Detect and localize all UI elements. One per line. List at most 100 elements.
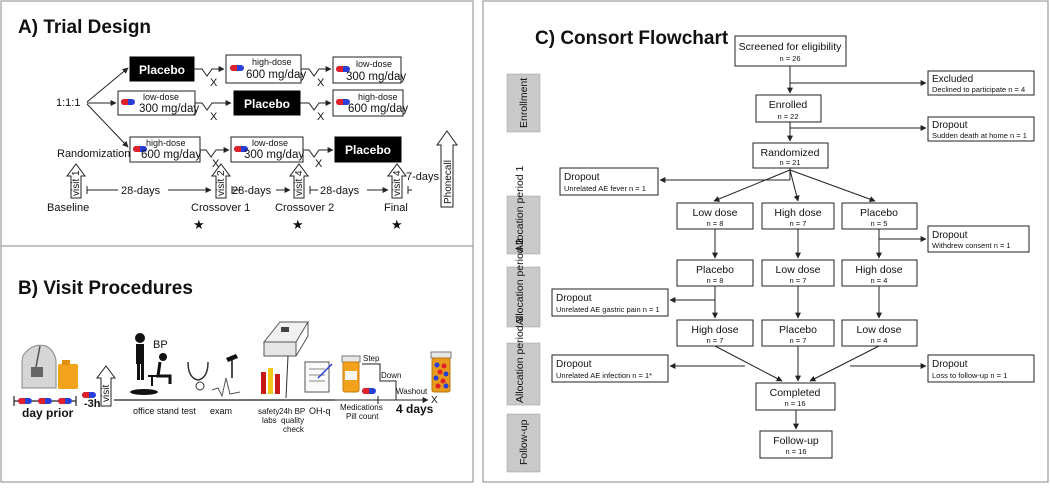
questionnaire-icon <box>304 361 333 393</box>
stand-test-figure-icon <box>130 333 172 395</box>
medication-bottle-icon <box>341 355 376 394</box>
randomized-box <box>752 142 829 169</box>
ambulatory-bp-monitor-icon <box>21 344 57 389</box>
stage-label: Enrollment <box>518 78 530 128</box>
bp24-check-label: check <box>283 425 305 434</box>
dropout-label: Dropout <box>932 359 968 370</box>
visit-label: visit 1 <box>71 170 82 196</box>
row3-b1-small: high-dose <box>146 138 186 148</box>
office-stand-test-label: office stand test <box>133 406 196 416</box>
row3-placebo-label: Placebo <box>345 143 391 157</box>
star-icon: ★ <box>391 217 403 232</box>
washout-label: Washout <box>396 387 428 396</box>
row2-b3-small: high-dose <box>358 92 398 102</box>
washout-x: X <box>212 158 220 170</box>
row3-b2-small: low-dose <box>252 138 288 148</box>
visit-arrow <box>96 365 116 407</box>
pill-icon <box>362 388 376 394</box>
stage-label: Allocation period 1 <box>514 165 526 252</box>
safety-label: safety <box>258 407 279 416</box>
arm-label: Low dose <box>693 207 738 219</box>
pill-icon <box>230 65 244 71</box>
pill-icon <box>121 99 135 105</box>
stage-label: Follow-up <box>518 419 530 465</box>
row2-placebo-box <box>233 90 301 116</box>
panel-a: A) Trial Design 1:1:1 Randomization Plac… <box>18 17 458 232</box>
dropout-randomized-box <box>559 167 659 196</box>
visit-label: visit 4 <box>294 170 305 196</box>
visit-timeline: visit 1 visit 2 visit 4 visit 4 Phonecal… <box>47 130 458 232</box>
dropout-p2-box <box>551 288 669 317</box>
row3-b2-big: 300 mg/day <box>244 149 304 161</box>
arm-label: Low dose <box>776 264 821 276</box>
labs-label: labs <box>262 416 277 425</box>
arm-label: Placebo <box>779 324 817 336</box>
excluded-label: Excluded <box>932 74 973 85</box>
enrolled-box <box>755 94 822 123</box>
screened-box <box>734 35 847 67</box>
pill-jar-icon <box>430 351 452 393</box>
row1-b3-big: 300 mg/day <box>346 71 406 83</box>
washout-x: X <box>210 111 218 123</box>
arm-label: High dose <box>774 207 821 219</box>
washout-x: X <box>317 77 325 89</box>
stage-label: Allocation period 2 <box>514 238 526 325</box>
row1-placebo-label: Placebo <box>139 63 185 77</box>
p2-placebo-box <box>676 259 754 287</box>
visit-arrow <box>66 163 86 199</box>
p1-low-dose-box <box>676 202 754 230</box>
interval-label: 28-days <box>232 185 272 197</box>
star-icon: ★ <box>193 217 205 232</box>
visit-label: visit <box>101 385 112 402</box>
washout-end-x: X <box>431 395 438 406</box>
arm-n: n = 7 <box>707 336 724 345</box>
arm-label: High dose <box>691 324 738 336</box>
stage-allocation-3 <box>506 342 541 406</box>
phonecall-label: Phonecall <box>443 160 454 204</box>
p1-high-dose-box <box>761 202 835 230</box>
p1-placebo-box <box>841 202 918 230</box>
dropout-label: Dropout <box>932 230 968 241</box>
arm-n: n = 5 <box>871 219 888 228</box>
dropout-p1-box <box>927 225 1030 253</box>
excluded-box <box>927 70 1035 96</box>
pill-icon <box>18 398 32 404</box>
row3-b1-big: 600 mg/day <box>141 149 201 161</box>
row2-b1-big: 300 mg/day <box>139 103 199 115</box>
followup-n: n = 16 <box>785 447 806 456</box>
dropout-detail: Withdrew consent n = 1 <box>932 241 1011 250</box>
dropout-label: Dropout <box>556 293 592 304</box>
completed-n: n = 16 <box>784 399 805 408</box>
orange-bottle-icon <box>58 360 78 389</box>
panel-a-title: A) Trial Design <box>18 17 151 38</box>
arm-n: n = 4 <box>871 276 888 285</box>
stage-label: Allocation period 3 <box>514 316 526 403</box>
row1-b3-small: low-dose <box>356 59 392 69</box>
ratio-label: 1:1:1 <box>56 97 80 109</box>
screened-label: Screened for eligibility <box>739 41 842 53</box>
randomized-label: Randomized <box>761 147 820 159</box>
visit-arrow <box>387 163 407 199</box>
washout-x: X <box>317 111 325 123</box>
dropout-p3-left-box <box>551 354 669 383</box>
row1-placebo-box <box>129 56 195 82</box>
dropout-label: Dropout <box>556 359 592 370</box>
dropout-label: Dropout <box>564 172 600 183</box>
bp24-label: 24h BP <box>279 407 305 416</box>
panel-b-title: B) Visit Procedures <box>18 278 193 299</box>
arm-n: n = 7 <box>790 336 807 345</box>
panel-b: B) Visit Procedures day prior -3h visit <box>13 278 452 434</box>
arm-n: n = 8 <box>707 219 724 228</box>
randomization-label: Randomization <box>57 148 130 160</box>
arm-label: Low dose <box>857 324 902 336</box>
stage-enrollment <box>506 73 541 133</box>
followup-box <box>759 430 833 459</box>
milestone-label: Final <box>384 202 408 214</box>
down-label: Down <box>381 371 401 380</box>
row3-placebo-box <box>334 136 402 163</box>
arm-n: n = 7 <box>790 276 807 285</box>
medications-label: Medications <box>340 403 383 412</box>
dropout-detail: Loss to follow-up n = 1 <box>932 371 1007 380</box>
completed-label: Completed <box>770 387 821 399</box>
dropout-p3-right-box <box>927 354 1035 383</box>
